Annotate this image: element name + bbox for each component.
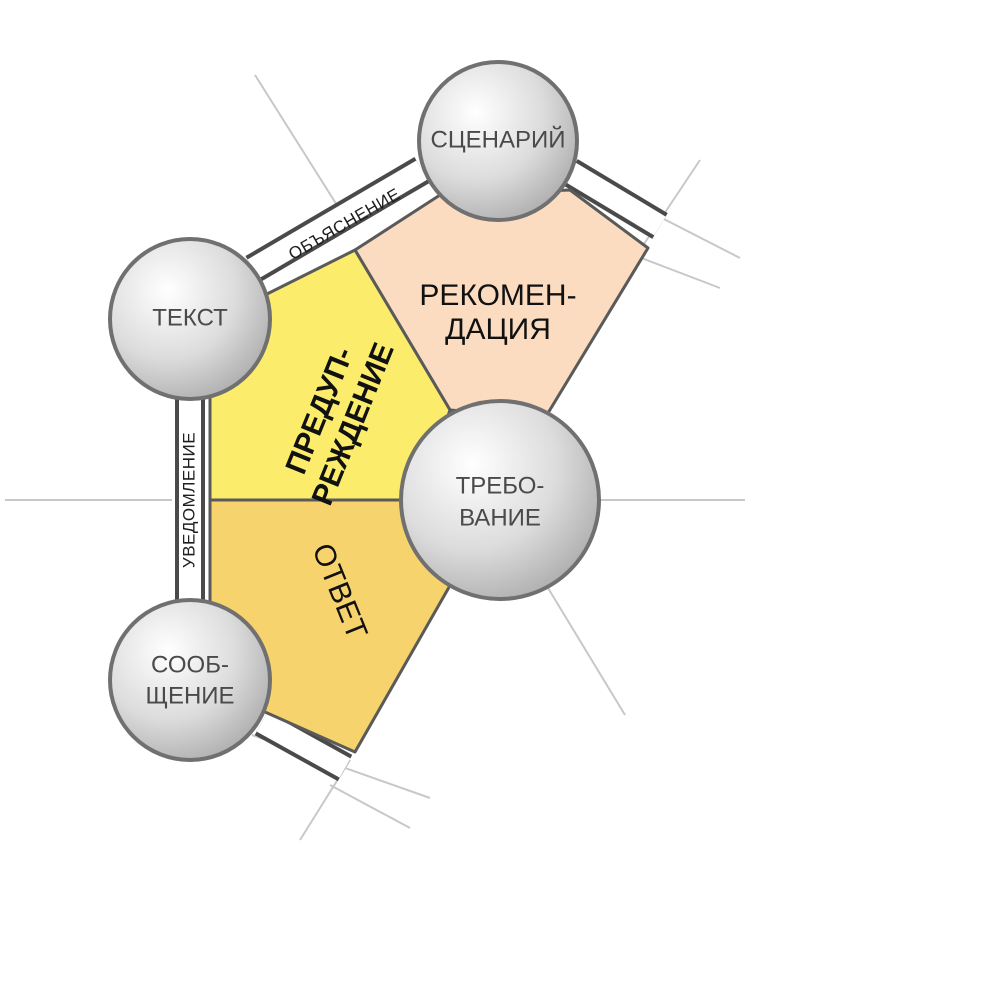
bottom-band-inner [256,712,351,778]
node-requirement-label-line1: ТРЕБО- [456,472,545,499]
notification-band-label: УВЕДОМЛЕНИЕ [179,432,198,568]
node-message-circle [108,598,272,762]
node-message-label-line2: ЩЕНИЕ [145,682,234,709]
guide-line-bottom-c [329,784,411,829]
recommendation-label-line2: ДАЦИЯ [445,313,551,346]
node-text-circle [108,237,272,401]
node-text: ТЕКСТ [108,237,272,401]
guide-line-lower-right [547,587,626,716]
node-text-label: ТЕКСТ [152,304,228,331]
node-scenario-circle [417,60,579,222]
guide-line-top-left [254,74,341,211]
recommendation-label-line1: РЕКОМЕН- [419,279,576,312]
explanation-band-inner [247,160,428,279]
node-message: СООБ- ЩЕНИЕ [108,598,272,762]
node-requirement-label-line2: ВАНИЕ [459,504,541,531]
node-requirement-circle [399,399,601,601]
right-band-inner [564,162,666,236]
node-requirement: ТРЕБО- ВАНИЕ [399,399,601,601]
node-scenario: СЦЕНАРИЙ [417,60,579,222]
node-scenario-label: СЦЕНАРИЙ [431,125,566,153]
node-message-label-line1: СООБ- [151,651,229,678]
connector-bands [175,157,668,782]
